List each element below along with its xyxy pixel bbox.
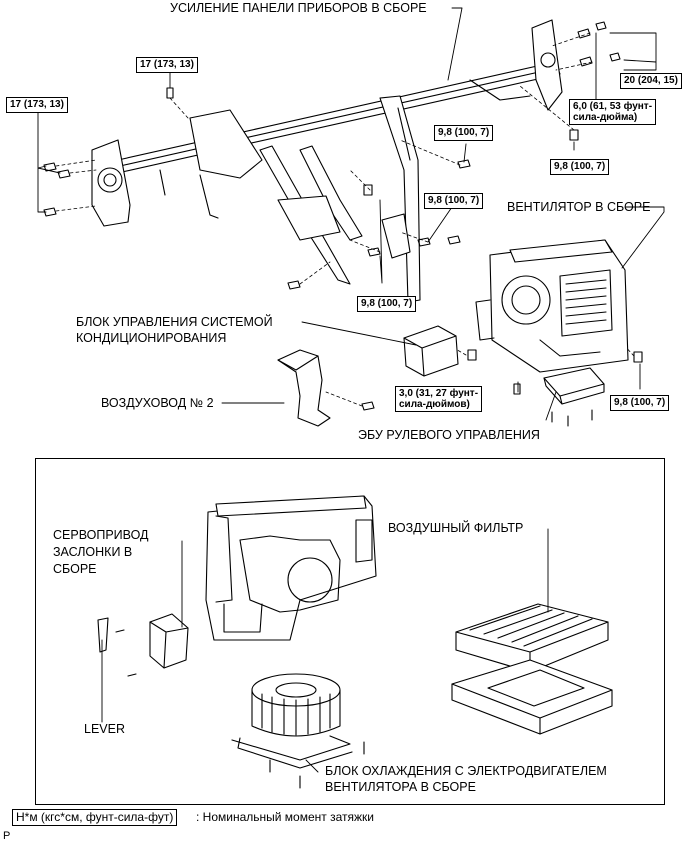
ac-unit-label-line2: КОНДИЦИОНИРОВАНИЯ [76, 331, 227, 345]
blower-assembly [475, 239, 629, 373]
servo-lever [97, 613, 189, 677]
legend-description: : Номинальный момент затяжки [196, 810, 374, 824]
torque-line: 6,0 (61, 53 фунт- [573, 101, 653, 112]
reinforcement-beam [91, 19, 563, 303]
reinforcement-label: УСИЛЕНИЕ ПАНЕЛИ ПРИБОРОВ В СБОРЕ [170, 1, 427, 15]
torque-box: 9,8 (100, 7) [434, 125, 494, 141]
page-mark: P [3, 830, 11, 842]
torque-box: 20 (204, 15) [620, 73, 682, 89]
motor-label-line2: ВЕНТИЛЯТОРА В СБОРЕ [325, 780, 476, 794]
duct-no2 [277, 349, 331, 427]
ac-control-unit [403, 325, 459, 377]
motor-label-line1: БЛОК ОХЛАЖДЕНИЯ С ЭЛЕКТРОДВИГАТЕЛЕМ [325, 764, 607, 778]
servo-label-line2: ЗАСЛОНКИ В [53, 545, 133, 559]
torque-line: сила-дюйма) [573, 112, 638, 123]
servo-label-line1: СЕРВОПРИВОД [53, 528, 149, 542]
air-filter-label: ВОЗДУШНЫЙ ФИЛЬТР [388, 521, 524, 535]
ac-unit-label-line1: БЛОК УПРАВЛЕНИЯ СИСТЕМОЙ [76, 315, 273, 329]
duct-label: ВОЗДУХОВОД № 2 [101, 396, 214, 410]
torque-box: 9,8 (100, 7) [550, 159, 610, 175]
heater-case [205, 495, 377, 641]
detail-frame [35, 458, 665, 805]
torque-line: сила-дюймов) [399, 399, 470, 410]
torque-box: 17 (173, 13) [136, 57, 198, 73]
servo-label-line3: СБОРЕ [53, 562, 97, 576]
torque-box: 6,0 (61, 53 фунт- сила-дюйма) [569, 99, 657, 125]
lever-label: LEVER [84, 722, 125, 736]
torque-box: 9,8 (100, 7) [357, 296, 417, 312]
air-filter [451, 603, 613, 735]
legend-unit-box: Н*м (кгс*см, фунт-сила-фут) [12, 809, 178, 826]
blower-label: ВЕНТИЛЯТОР В СБОРЕ [507, 200, 651, 214]
leaders [37, 7, 665, 773]
torque-box: 3,0 (31, 27 фунт- сила-дюймов) [395, 386, 483, 412]
bolts [43, 21, 643, 411]
steering-ecu-label: ЭБУ РУЛЕВОГО УПРАВЛЕНИЯ [358, 428, 540, 442]
torque-box: 9,8 (100, 7) [424, 193, 484, 209]
torque-box: 17 (173, 13) [6, 97, 68, 113]
torque-line: 3,0 (31, 27 фунт- [399, 388, 479, 399]
steering-ecu [543, 367, 605, 427]
torque-box: 9,8 (100, 7) [610, 395, 670, 411]
blower-motor [231, 673, 365, 789]
